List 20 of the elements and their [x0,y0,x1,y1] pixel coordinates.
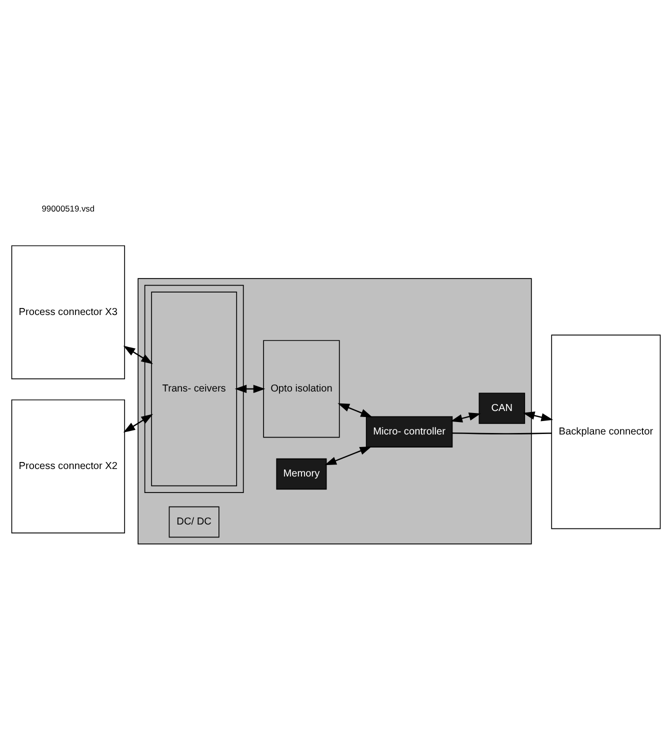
arrow [123,414,153,433]
arrow [338,403,373,418]
node-box: DC/ DC [168,506,220,538]
node-box: Memory [276,458,327,490]
arrow [324,446,372,466]
node-box: Micro- controller [366,416,453,448]
node-box: CAN [478,392,526,424]
arrow [522,412,554,422]
node-box: Backplane connector [551,334,661,530]
arrow [234,384,266,394]
node-box: Trans- ceivers [151,292,238,486]
node-box: Process connector X3 [11,245,126,380]
cluster [144,284,244,493]
arrow [123,346,154,364]
node-box: Process connector X2 [11,399,126,534]
cluster [138,278,532,544]
connector [452,432,552,434]
node-box: Opto isolation [263,340,340,438]
label: 99000519.vsd [42,204,95,214]
arrow [450,412,481,422]
